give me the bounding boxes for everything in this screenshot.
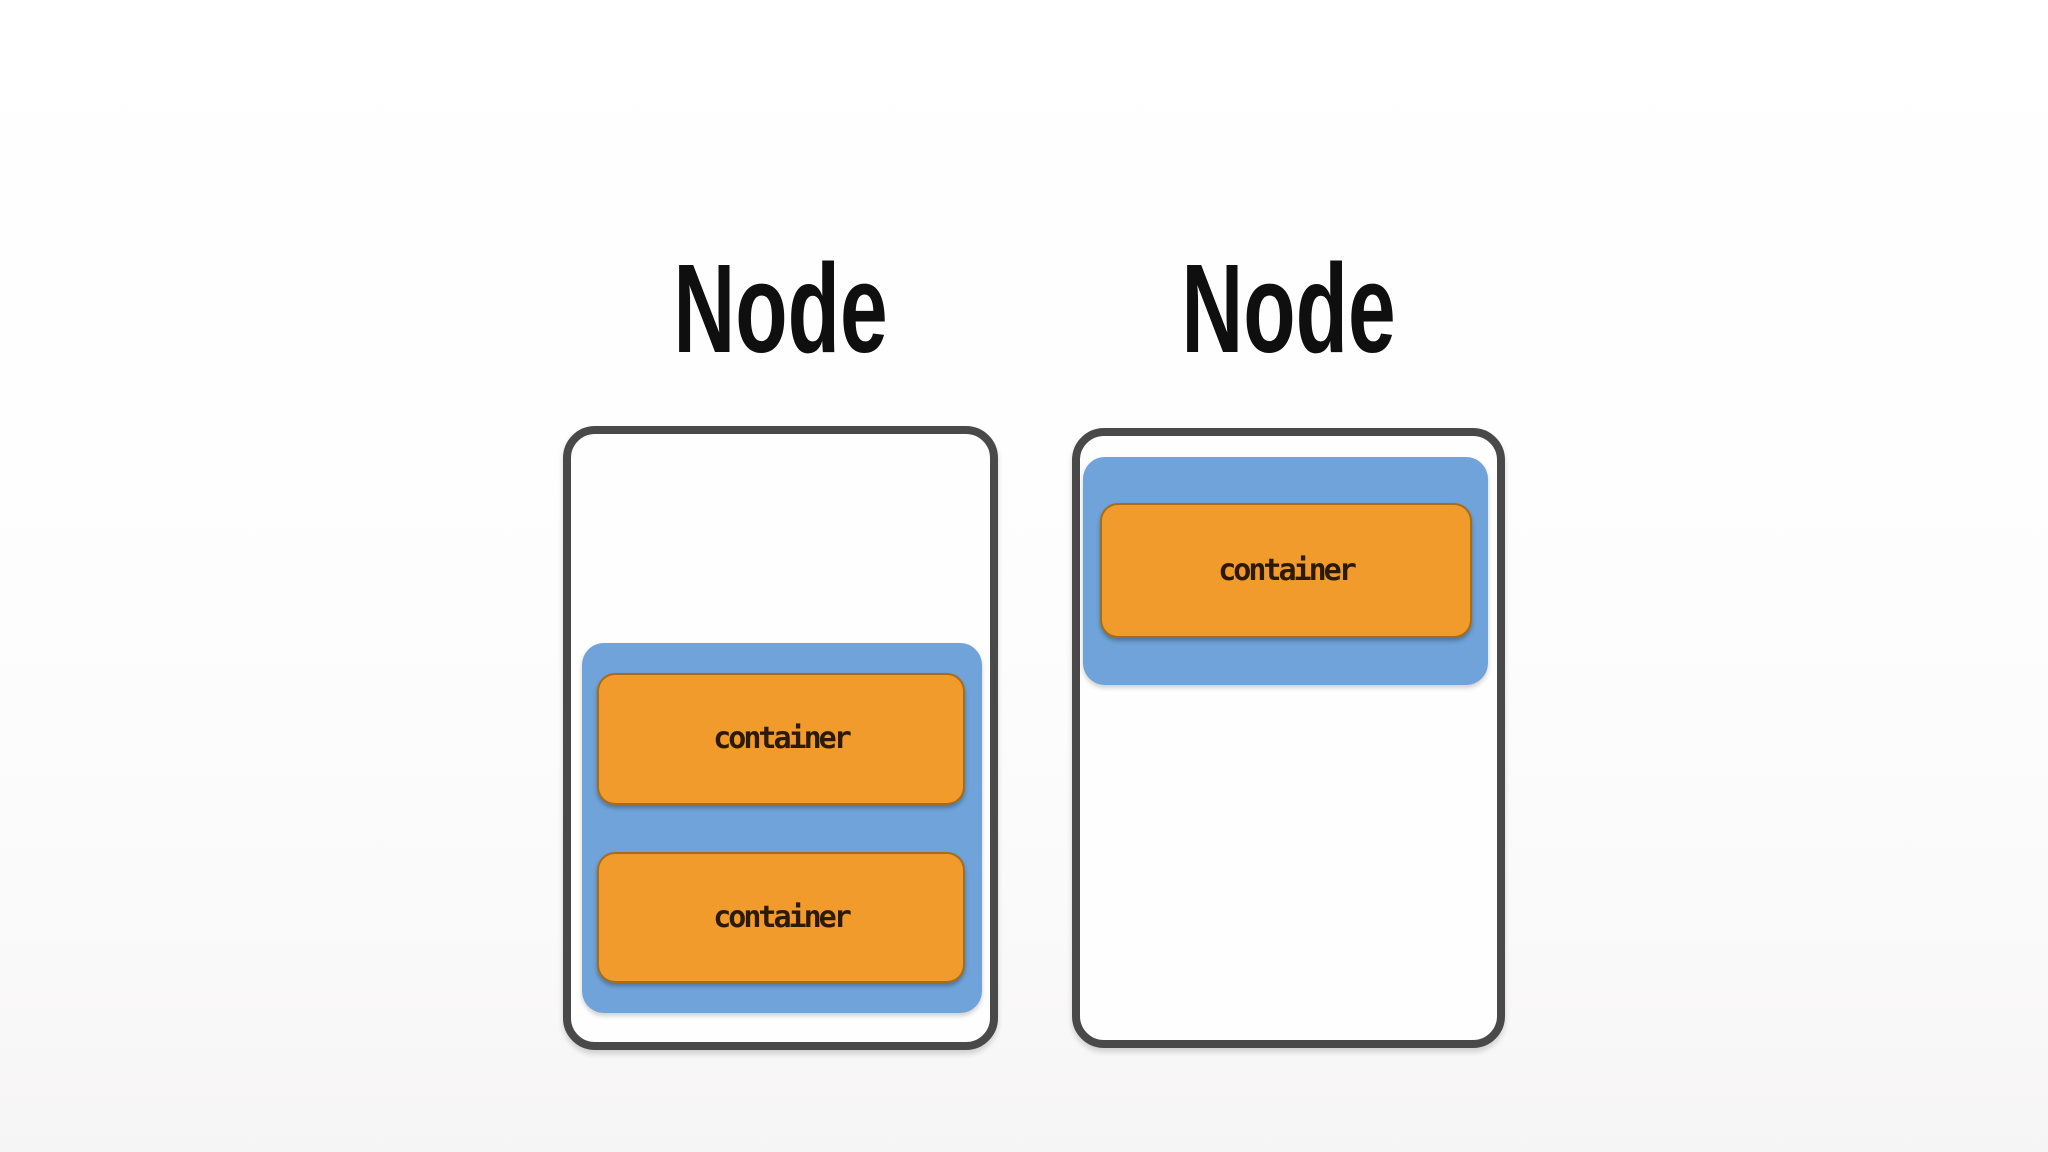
container-label: container [713, 899, 852, 935]
container-label: container [713, 721, 852, 757]
pod-right: container [1083, 457, 1488, 685]
node-box-right: container [1072, 428, 1505, 1048]
container-label: container [1218, 553, 1357, 588]
pod-left: container container [582, 643, 982, 1013]
node-title-left: Node [673, 238, 888, 379]
container-box: container [597, 673, 965, 805]
container-box: container [1100, 503, 1472, 638]
node-box-left: container container [563, 426, 998, 1050]
node-title-right: Node [1181, 238, 1396, 379]
container-box: container [597, 851, 965, 983]
